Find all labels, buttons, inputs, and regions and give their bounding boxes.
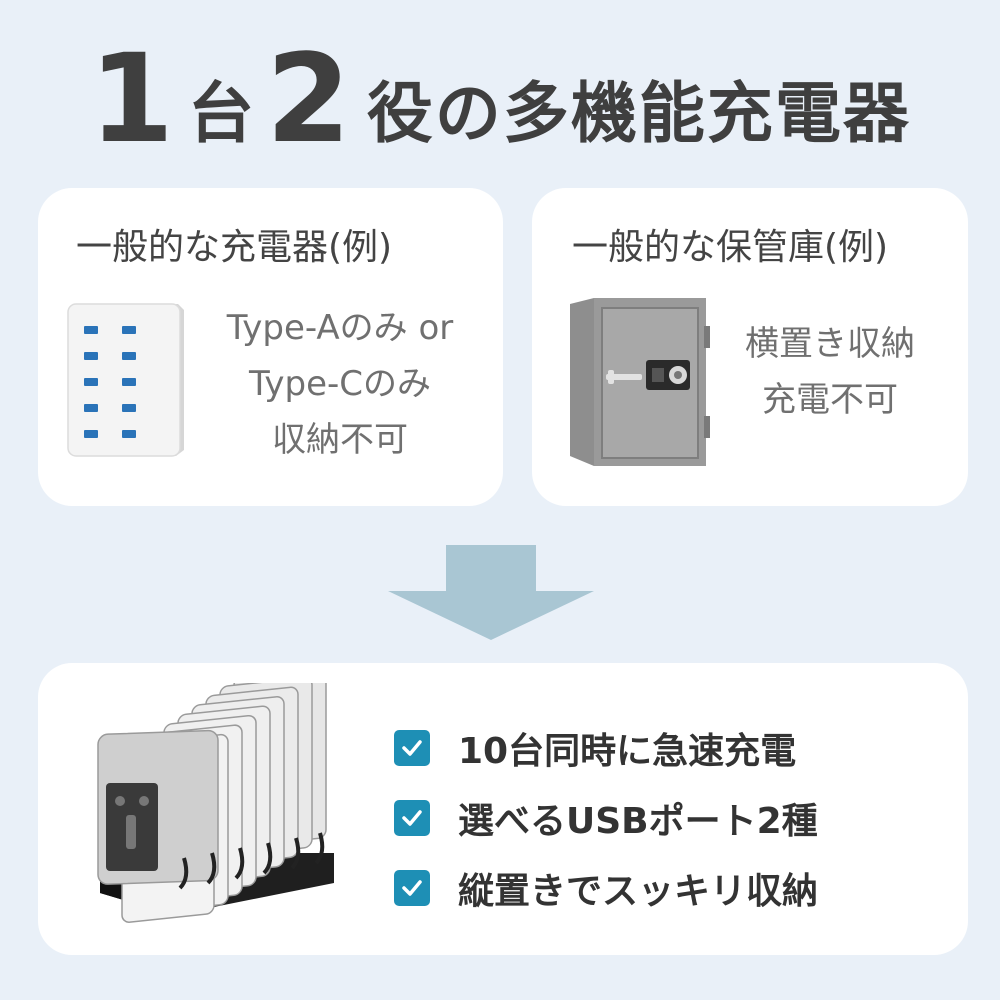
feature-label: 10台同時に急速充電 bbox=[458, 731, 797, 772]
charger-desc-line: Type-Aのみ or bbox=[226, 308, 454, 348]
checkbox-checked-icon bbox=[394, 730, 430, 766]
arrow-down-icon bbox=[388, 545, 594, 640]
headline-num2: 2 bbox=[266, 28, 353, 170]
checkbox-checked-icon bbox=[394, 800, 430, 836]
charger-card: 一般的な充電器(例) Type-Aのみ or Type-Cのみ 収納不可 bbox=[38, 188, 503, 506]
headline-num1: 1 bbox=[89, 28, 176, 170]
feature-label: 縦置きでスッキリ収納 bbox=[458, 871, 819, 912]
headline-rest: 役の多機能充電器 bbox=[366, 75, 911, 152]
storage-card-title: 一般的な保管庫(例) bbox=[572, 227, 889, 268]
storage-desc-line: 横置き収納 bbox=[745, 324, 915, 364]
feature-item: 10台同時に急速充電 bbox=[394, 713, 818, 783]
checkbox-checked-icon bbox=[394, 870, 430, 906]
product-card: 10台同時に急速充電 選べるUSBポート2種 縦置きでスッキリ収納 bbox=[38, 663, 968, 955]
feature-item: 縦置きでスッキリ収納 bbox=[394, 853, 818, 923]
usb-charger-icon bbox=[67, 303, 184, 457]
charger-card-desc: Type-Aのみ or Type-Cのみ 収納不可 bbox=[220, 300, 460, 468]
charging-station-illustration bbox=[97, 683, 334, 923]
charger-card-title: 一般的な充電器(例) bbox=[76, 227, 393, 268]
headline-unit: 台 bbox=[188, 75, 256, 152]
storage-card-desc: 横置き収納 充電不可 bbox=[730, 316, 930, 428]
storage-card: 一般的な保管庫(例) 横置き収納 充電不可 bbox=[532, 188, 968, 506]
headline: 1 台 2 役の多機能充電器 bbox=[0, 28, 1000, 170]
storage-desc-line: 充電不可 bbox=[762, 380, 898, 420]
feature-label: 選べるUSBポート2種 bbox=[458, 801, 818, 842]
safe-icon bbox=[570, 298, 710, 466]
feature-list: 10台同時に急速充電 選べるUSBポート2種 縦置きでスッキリ収納 bbox=[394, 713, 818, 923]
charger-desc-line: Type-Cのみ bbox=[248, 364, 432, 404]
feature-item: 選べるUSBポート2種 bbox=[394, 783, 818, 853]
charger-desc-line: 収納不可 bbox=[272, 420, 408, 460]
